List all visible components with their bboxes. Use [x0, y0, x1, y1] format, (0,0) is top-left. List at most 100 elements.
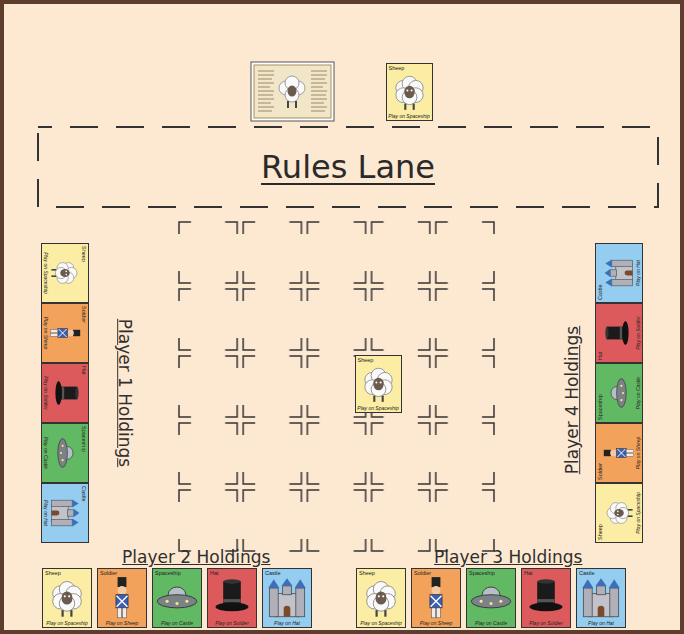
picture-part — [118, 577, 127, 587]
picture-part — [166, 600, 169, 603]
card-rule: Play on Soldier — [529, 620, 563, 626]
picture-part — [175, 602, 178, 605]
card-rule: Play on Castle — [43, 437, 49, 469]
game-card: SpaceshipPlay on Castle — [152, 568, 202, 628]
picture-part — [284, 606, 291, 617]
picture-part — [412, 104, 414, 110]
card-picture — [603, 244, 635, 302]
picture-part — [51, 275, 56, 277]
picture-part — [609, 579, 620, 588]
picture-part — [431, 596, 442, 607]
card-picture — [49, 244, 81, 302]
card-title: Sheep — [359, 570, 375, 577]
picture-part — [605, 327, 608, 340]
picture-part — [123, 608, 127, 618]
game-card: SheepPlay on Spaceship — [42, 568, 92, 628]
picture-part — [62, 387, 64, 400]
picture-part — [597, 586, 606, 595]
picture-part — [65, 271, 67, 273]
game-card: CastlePlay on Hat — [41, 483, 89, 543]
picture-part — [480, 600, 483, 603]
card-title: Hat — [210, 570, 219, 577]
card-title: Spaceship — [80, 426, 87, 452]
picture-part — [62, 610, 64, 617]
sheep-leg — [287, 101, 289, 108]
picture-part — [537, 579, 555, 583]
card-rule: Play on Spaceship — [357, 405, 398, 411]
picture-part — [605, 259, 611, 267]
card-rule: Play on Castle — [635, 377, 641, 409]
picture-part — [471, 595, 511, 608]
game-card: HatPlay on Soldier — [595, 303, 643, 363]
rules-lane-outline — [38, 127, 658, 207]
picture-part — [617, 379, 627, 408]
card-rule: Play on Spaceship — [388, 113, 429, 119]
card-title: Hat — [597, 351, 604, 360]
play-grid — [176, 219, 497, 554]
picture-part — [67, 330, 73, 336]
card-picture — [49, 304, 81, 362]
picture-part — [381, 396, 383, 402]
picture-part — [598, 606, 605, 617]
rules-card-lines — [258, 71, 327, 111]
picture-part — [51, 511, 59, 516]
card-title: Soldier — [597, 463, 604, 480]
picture-part — [268, 579, 279, 588]
card-title: Hat — [524, 570, 533, 577]
picture-part — [117, 596, 128, 607]
card-title: Sheep — [80, 246, 87, 262]
card-rule: Play on Hat — [274, 620, 300, 626]
card-rule: Play on Hat — [43, 500, 49, 526]
card-rule: Play on Castle — [475, 620, 507, 626]
card-rule: Play on Spaceship — [635, 492, 641, 533]
picture-part — [612, 260, 633, 266]
picture-part — [116, 595, 128, 608]
picture-part — [223, 599, 241, 602]
picture-part — [617, 511, 619, 513]
picture-part — [537, 599, 555, 602]
sheep-face — [288, 86, 297, 97]
picture-part — [537, 582, 555, 606]
game-card: Sheep Play on Spaceship — [41, 243, 89, 303]
card-title: Hat — [80, 366, 87, 375]
rules-lane: Rules Lane — [38, 127, 658, 207]
game-card: SoldierPlay on Sheep — [411, 568, 461, 628]
picture-part — [530, 602, 563, 611]
card-title: Sheep — [389, 65, 405, 72]
picture-part — [620, 385, 622, 387]
game-card: SheepPlay on Spaceship — [595, 483, 643, 543]
card-rule: Play on Soldier — [43, 376, 49, 410]
game-card: SoldierPlay on Sheep — [41, 303, 89, 363]
card-title: Castle — [579, 570, 595, 577]
picture-part — [59, 387, 77, 400]
picture-part — [378, 595, 380, 597]
card-rule: Play on Soldier — [215, 620, 249, 626]
picture-part — [59, 329, 67, 337]
picture-part — [432, 577, 441, 587]
picture-part — [376, 591, 387, 604]
picture-part — [489, 602, 492, 605]
picture-part — [610, 588, 619, 617]
picture-part — [617, 449, 625, 457]
picture-part — [72, 499, 78, 507]
lane-title: Rules Lane — [261, 148, 435, 186]
game-card: SoldierPlay on Sheep — [595, 423, 643, 483]
card-title: Sheep — [45, 570, 61, 577]
card-picture — [412, 576, 460, 620]
card-rule: Play on Spaceship — [43, 252, 49, 293]
picture-part — [382, 595, 384, 597]
picture-part — [628, 509, 633, 511]
picture-part — [604, 450, 611, 456]
picture-part — [61, 445, 63, 447]
holdings-label: Player 3 Holdings — [434, 547, 582, 567]
picture-part — [437, 608, 441, 618]
card-picture — [603, 484, 635, 542]
picture-part — [58, 329, 68, 338]
picture-part — [296, 588, 305, 617]
picture-part — [157, 595, 197, 608]
picture-part — [269, 588, 278, 617]
picture-part — [620, 327, 622, 340]
card-title: Spaceship — [155, 570, 181, 577]
